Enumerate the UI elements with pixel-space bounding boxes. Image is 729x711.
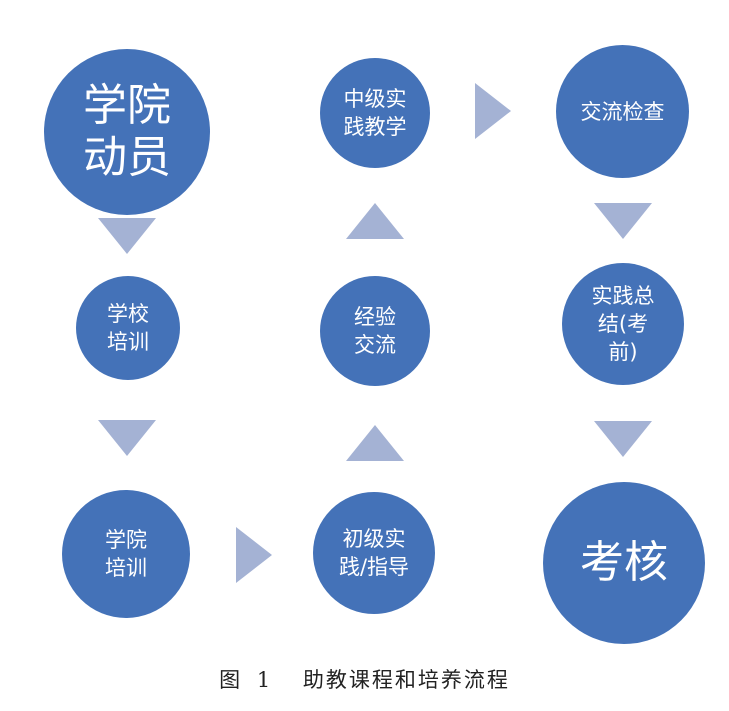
node-intermediate-practice: 中级实 践教学 — [320, 58, 430, 168]
node-assessment: 考核 — [543, 482, 705, 644]
node-college-mobilization: 学院 动员 — [44, 49, 210, 215]
node-school-training: 学校 培训 — [76, 276, 180, 380]
arrow-down — [594, 421, 652, 457]
arrow-up — [346, 425, 404, 461]
node-practice-summary: 实践总 结(考 前) — [562, 263, 684, 385]
node-label: 初级实 践/指导 — [338, 527, 410, 579]
node-label: 经验 交流 — [354, 305, 396, 357]
arrow-right — [475, 83, 511, 139]
caption-label: 图 — [219, 668, 243, 692]
caption-title: 助教课程和培养流程 — [302, 668, 510, 692]
caption-number: 1 — [256, 668, 273, 692]
node-label: 学院 动员 — [83, 80, 171, 183]
training-flow-diagram: 学院 动员 学校 培训 学院 培训 初级实 践/指导 经验 交流 中级实 践教学… — [44, 45, 705, 644]
node-label: 考核 — [580, 537, 668, 588]
node-label: 中级实 践教学 — [343, 87, 407, 139]
node-label: 实践总 结(考 前) — [591, 284, 655, 364]
arrow-right — [236, 527, 272, 583]
arrow-down — [98, 420, 156, 456]
node-experience-exchange: 经验 交流 — [320, 276, 430, 386]
node-label: 学校 培训 — [107, 302, 149, 354]
node-label: 交流检查 — [580, 99, 665, 124]
figure-caption: 图 1 助教课程和培养流程 — [0, 664, 729, 694]
arrow-down — [594, 203, 652, 239]
arrow-up — [346, 203, 404, 239]
node-junior-practice: 初级实 践/指导 — [313, 492, 435, 614]
node-college-training: 学院 培训 — [62, 490, 190, 618]
arrow-down — [98, 218, 156, 254]
node-exchange-inspection: 交流检查 — [556, 45, 689, 178]
node-label: 学院 培训 — [105, 528, 147, 580]
